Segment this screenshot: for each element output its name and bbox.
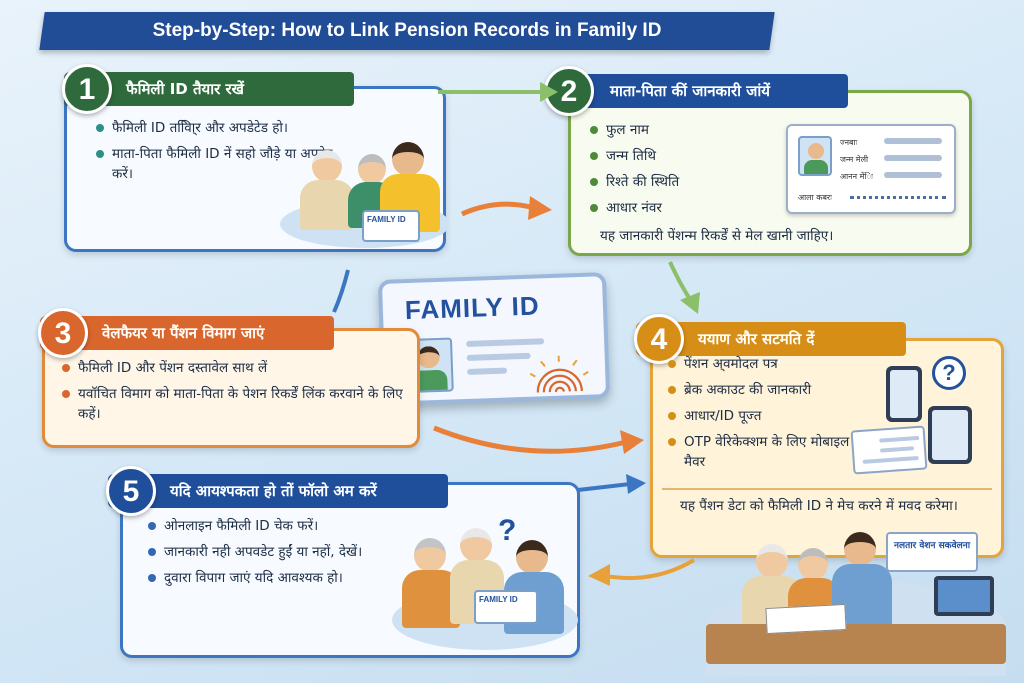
arrow-1-to-3 xyxy=(332,269,350,313)
office-illustration: नलतार वेशन सकवेलना xyxy=(706,528,1006,678)
arrow-1-to-2 xyxy=(438,82,558,102)
arrow-4-to-5 xyxy=(588,558,696,586)
id-form-field-label: आनन मेंिः xyxy=(840,172,873,181)
arrow-2-to-4 xyxy=(668,261,700,314)
question-icon: ? xyxy=(932,356,966,390)
id-form-card: ज्नबाः जन्म मेली आनन मेंिः आला कबरः xyxy=(786,124,956,214)
step-4-bullet: OTP वेरिकेक्शम के लिए मोबाइल मैवर xyxy=(664,432,852,472)
desk-sign: नलतार वेशन सकवेलना xyxy=(886,532,978,572)
id-form-photo xyxy=(798,136,832,176)
id-form-field-label: ज्नबाः xyxy=(840,138,858,147)
step-2-heading: माता-पिता कीं जानकारी जांयें xyxy=(548,74,848,108)
step-3-heading: वेलफैयर या पैंशन विमाग जाएं xyxy=(40,316,334,350)
step-2-bullet: जन्म तिथि xyxy=(586,146,766,166)
phone-icon xyxy=(886,366,922,422)
step-4-note: यह पैंशन डेटा को फैमिली ID ने मेच करने म… xyxy=(680,498,958,514)
step-2-bullet: फुल नाम xyxy=(586,120,766,140)
family-id-card: FAMILY ID xyxy=(377,272,611,406)
page-title: Step-by-Step: How to Link Pension Record… xyxy=(152,20,662,41)
step-5-heading-text: यदि आयश्पकता हो तों फॉलो अम करें xyxy=(170,482,377,500)
step-5-bullet: दुवारा विपाग जाएं यदि आवश्यक हो। xyxy=(144,568,434,588)
step-4-bullet: ब्रेक अकाउट की जानकारी xyxy=(664,380,852,400)
step-2-card xyxy=(568,90,972,256)
family-id-card-small: FAMILY ID xyxy=(474,590,538,624)
family-id-card-title: FAMILY ID xyxy=(404,290,541,326)
step-3-bullets: फैमिली ID और पेंशन दस्तावेल साथ लें यवॉच… xyxy=(58,358,408,430)
step-5-heading: यदि आयश्पकता हो तों फॉलो अम करें xyxy=(108,474,448,508)
family-illustration: FAMILY ID xyxy=(280,140,450,248)
step-3-bullet: फैमिली ID और पेंशन दस्तावेल साथ लें xyxy=(58,358,408,378)
id-form-field-label: जन्म मेली xyxy=(840,155,869,164)
step-3-heading-text: वेलफैयर या पैंशन विमाग जाएं xyxy=(102,324,265,342)
step-4-bullet: आधार/ID पूज्त xyxy=(664,406,852,426)
step-3-bullet: यवॉचित विमाग को माता-पिता के पेशन रिकर्ड… xyxy=(58,384,408,424)
arrow-3-to-4 xyxy=(433,425,644,454)
fingerprint-icon xyxy=(529,355,589,393)
step-5-bullet: जानकारी नही अपवडेट हुईं या नहों, देखें। xyxy=(144,542,434,562)
step-1-bullet: माता-पिता फैमिली ID नें सहो जौड़े या अपड… xyxy=(92,144,352,184)
step-3-number: 3 xyxy=(38,308,88,358)
arrow-5-to-4 xyxy=(577,474,646,494)
step-4-number: 4 xyxy=(634,314,684,364)
step-2-bullets: फुल नाम जन्म तिथि रिश्ते की स्थिति आधार … xyxy=(586,120,766,224)
id-form-footer: आला कबरः xyxy=(798,193,832,202)
document-icon xyxy=(850,425,928,475)
step-1-heading-text: फैमिली ID तैयार रखें xyxy=(126,80,244,98)
step-4-bullets: पेंशन अ्वमोदल पत्र ब्रेक अकाउट की जानकार… xyxy=(664,354,852,478)
step-1-number: 1 xyxy=(62,64,112,114)
step-2-heading-text: माता-पिता कीं जानकारी जांयें xyxy=(610,82,770,100)
step-2-bullet: रिश्ते की स्थिति xyxy=(586,172,766,192)
question-icon: ? xyxy=(498,514,517,547)
step-5-bullet: ओनलाइन फैमिली ID चेक फरें। xyxy=(144,516,434,536)
step-1-bullets: फैमिली ID तविाि्र और अपडेटेड हो। माता-पि… xyxy=(92,118,352,190)
family-illustration: ? FAMILY ID xyxy=(392,514,578,654)
step-5-number: 5 xyxy=(106,466,156,516)
step-1-bullet: फैमिली ID तविाि्र और अपडेटेड हो। xyxy=(92,118,352,138)
step-1-heading: फैमिली ID तैयार रखें xyxy=(64,72,354,106)
monitor-icon xyxy=(934,576,994,616)
step-2-bullet: आधार नंवर xyxy=(586,198,766,218)
step-4-bullet: पेंशन अ्वमोदल पत्र xyxy=(664,354,852,374)
family-id-card-small: FAMILY ID xyxy=(362,210,420,242)
step-4-heading-text: ययाण और सटमति दें xyxy=(698,330,815,348)
arrow-step1-out xyxy=(460,196,552,220)
step-5-bullets: ओनलाइन फैमिली ID चेक फरें। जानकारी नही अ… xyxy=(144,516,434,594)
step-2-note: यह जानकारी पेंशन्म रिकर्डें से मेल खानी … xyxy=(600,228,834,244)
phone-icon xyxy=(928,406,972,464)
